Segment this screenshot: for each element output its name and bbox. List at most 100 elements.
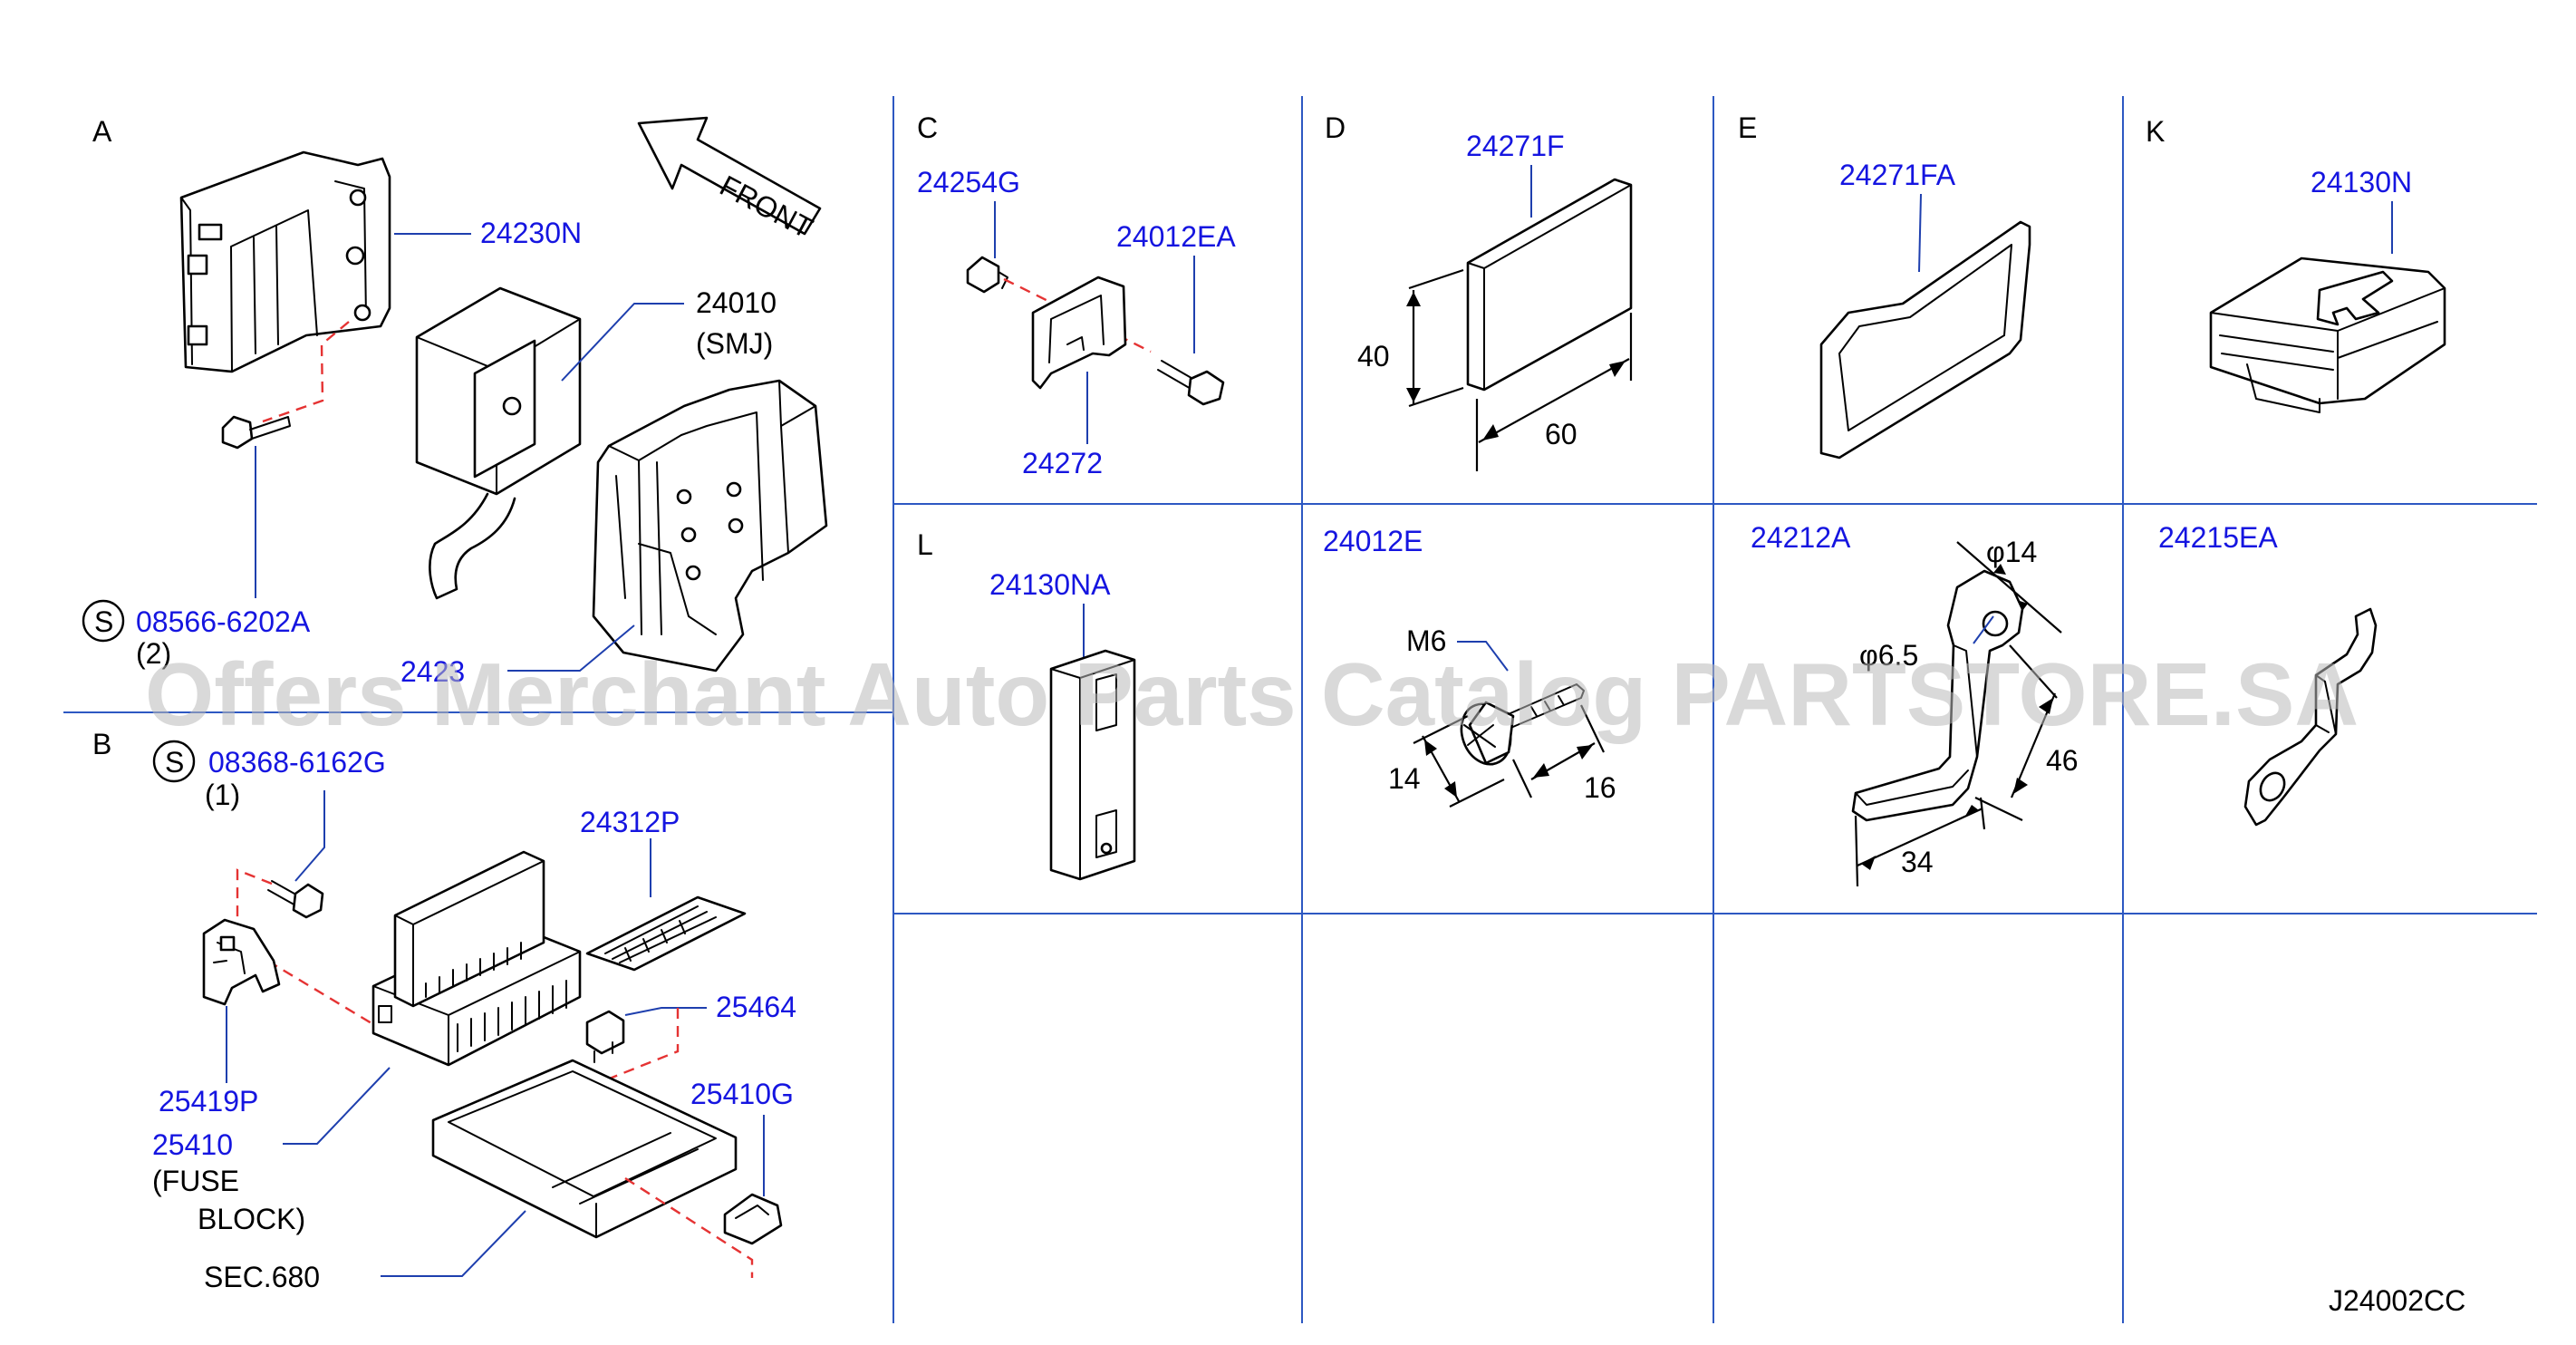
- part-24212a: 24212A: [1751, 521, 1851, 554]
- bolt-24012e-drawing: [1460, 683, 1585, 766]
- section-e: E 24271FA: [1738, 111, 2031, 460]
- bolt-24012ea-drawing: [1157, 360, 1225, 406]
- note-fuse: (FUSE: [152, 1165, 239, 1197]
- note-smj: (SMJ): [696, 327, 773, 360]
- section-b: B S 08368-6162G (1) 25419P: [92, 728, 796, 1293]
- part-24215ea: 24215EA: [2158, 521, 2278, 554]
- leader-25410: [283, 1067, 391, 1145]
- watermark: Offers Merchant Auto Parts Catalog PARTS…: [145, 644, 2359, 744]
- fuse-cover-drawing: [585, 895, 747, 972]
- part-24230n: 24230N: [480, 217, 582, 249]
- section-24012e: 24012E M6 14 16: [1323, 525, 1616, 808]
- fuse-25464-drawing: [585, 1010, 625, 1063]
- part-08368-6162g: 08368-6162G: [208, 746, 386, 779]
- part-25410: 25410: [152, 1128, 233, 1161]
- section-24215ea: 24215EA: [2158, 521, 2378, 827]
- part-24012e: 24012E: [1323, 525, 1423, 557]
- dim-16-drawing: [1512, 704, 1605, 798]
- part-25419p: 25419P: [159, 1085, 258, 1118]
- pad-24271f-drawing: [1466, 178, 1633, 392]
- bracket-24272-drawing: [1031, 276, 1127, 390]
- section-l: L 24130NA: [917, 528, 1136, 881]
- clip-25410g-drawing: [723, 1193, 783, 1245]
- part-24271fa: 24271FA: [1839, 159, 1956, 191]
- grid-lines: [63, 96, 2537, 1323]
- pad-24271fa-drawing: [1819, 220, 2031, 460]
- dim-46: 46: [2046, 744, 2079, 777]
- leader-2423: [507, 624, 635, 672]
- section-letter-l: L: [917, 528, 933, 561]
- note-block: BLOCK): [198, 1203, 305, 1235]
- service-letter-b: S: [165, 746, 184, 779]
- fuse-tray-drawing: [431, 1059, 738, 1239]
- fuse-block-drawing: [371, 850, 582, 1067]
- front-arrow-icon: [637, 116, 822, 236]
- section-letter-a: A: [92, 115, 112, 148]
- service-symbol-b: [152, 740, 196, 783]
- smj-module-drawing: [415, 286, 582, 600]
- section-k: K 24130N: [2146, 115, 2446, 413]
- note-sec680: SEC.680: [204, 1261, 320, 1293]
- section-letter-b: B: [92, 728, 111, 760]
- service-symbol-a: [82, 599, 125, 643]
- leader-24271fa: [1918, 193, 1922, 273]
- section-letter-d: D: [1325, 111, 1346, 144]
- dim-34: 34: [1901, 846, 1934, 878]
- leader-phi65: [1973, 615, 1994, 644]
- dim-phi6.5: φ6.5: [1859, 639, 1918, 672]
- section-24212a: 24212A φ14 φ6.5 46 34: [1751, 521, 2079, 887]
- dim-14: 14: [1388, 762, 1421, 795]
- section-a: A 24230N S 08566-6202A (2): [82, 115, 828, 688]
- section-letter-k: K: [2146, 115, 2165, 148]
- bolt-08368-drawing: [267, 880, 324, 919]
- part-24012ea: 24012EA: [1116, 220, 1236, 253]
- part-24271f: 24271F: [1466, 130, 1565, 162]
- part-24130na: 24130NA: [989, 568, 1111, 601]
- relay-bracket-drawing: [592, 379, 828, 672]
- dim-m6: M6: [1406, 624, 1446, 657]
- dim-34-drawing: [1854, 797, 1986, 887]
- qty-08368: (1): [205, 779, 240, 811]
- section-letter-c: C: [917, 111, 938, 144]
- part-25410g: 25410G: [690, 1078, 794, 1110]
- dim-60-drawing: [1475, 313, 1633, 471]
- leader-24010: [561, 303, 684, 382]
- bolt-08566-drawing: [221, 415, 291, 450]
- dashed-link-b: [236, 868, 381, 1031]
- smj-bracket-drawing: [179, 150, 391, 373]
- relay-24130na-drawing: [1049, 649, 1136, 881]
- part-2423: 2423: [400, 655, 465, 688]
- part-08566-6202a: 08566-6202A: [136, 605, 311, 638]
- dim-16: 16: [1584, 771, 1616, 804]
- dim-46-drawing: [1974, 644, 2058, 821]
- drawing-code: J24002CC: [2329, 1284, 2465, 1317]
- clip-24254g-drawing: [966, 256, 1008, 294]
- service-letter-a: S: [94, 605, 113, 638]
- leader-m6: [1457, 641, 1509, 672]
- dim-14-drawing: [1413, 715, 1505, 808]
- part-24010: 24010: [696, 286, 777, 319]
- dashed-link-tray: [624, 1176, 754, 1278]
- section-d: D 24271F 40 60: [1325, 111, 1633, 471]
- qty-08566: (2): [136, 637, 171, 670]
- dashed-link-bolt-a: [262, 321, 350, 423]
- part-25464: 25464: [716, 991, 796, 1023]
- bracket-24215ea-drawing: [2243, 607, 2378, 827]
- part-24312p: 24312P: [580, 806, 680, 838]
- leader-25464: [624, 1007, 707, 1016]
- clip-25419p-drawing: [202, 918, 281, 1006]
- leader-08368: [294, 790, 325, 882]
- leader-sec680: [381, 1210, 526, 1277]
- dim-40-drawing: [1406, 268, 1464, 408]
- dim-40: 40: [1357, 340, 1390, 373]
- dim-phi14-drawing: [1956, 541, 2062, 634]
- part-24254g: 24254G: [917, 166, 1020, 198]
- dim-60: 60: [1545, 418, 1577, 450]
- part-24130n: 24130N: [2311, 166, 2412, 198]
- dim-phi14: φ14: [1986, 536, 2037, 568]
- part-24272: 24272: [1022, 447, 1103, 479]
- connector-24130n-drawing: [2209, 256, 2446, 413]
- section-c: C 24254G 24272 24012EA: [917, 111, 1236, 479]
- section-letter-e: E: [1738, 111, 1757, 144]
